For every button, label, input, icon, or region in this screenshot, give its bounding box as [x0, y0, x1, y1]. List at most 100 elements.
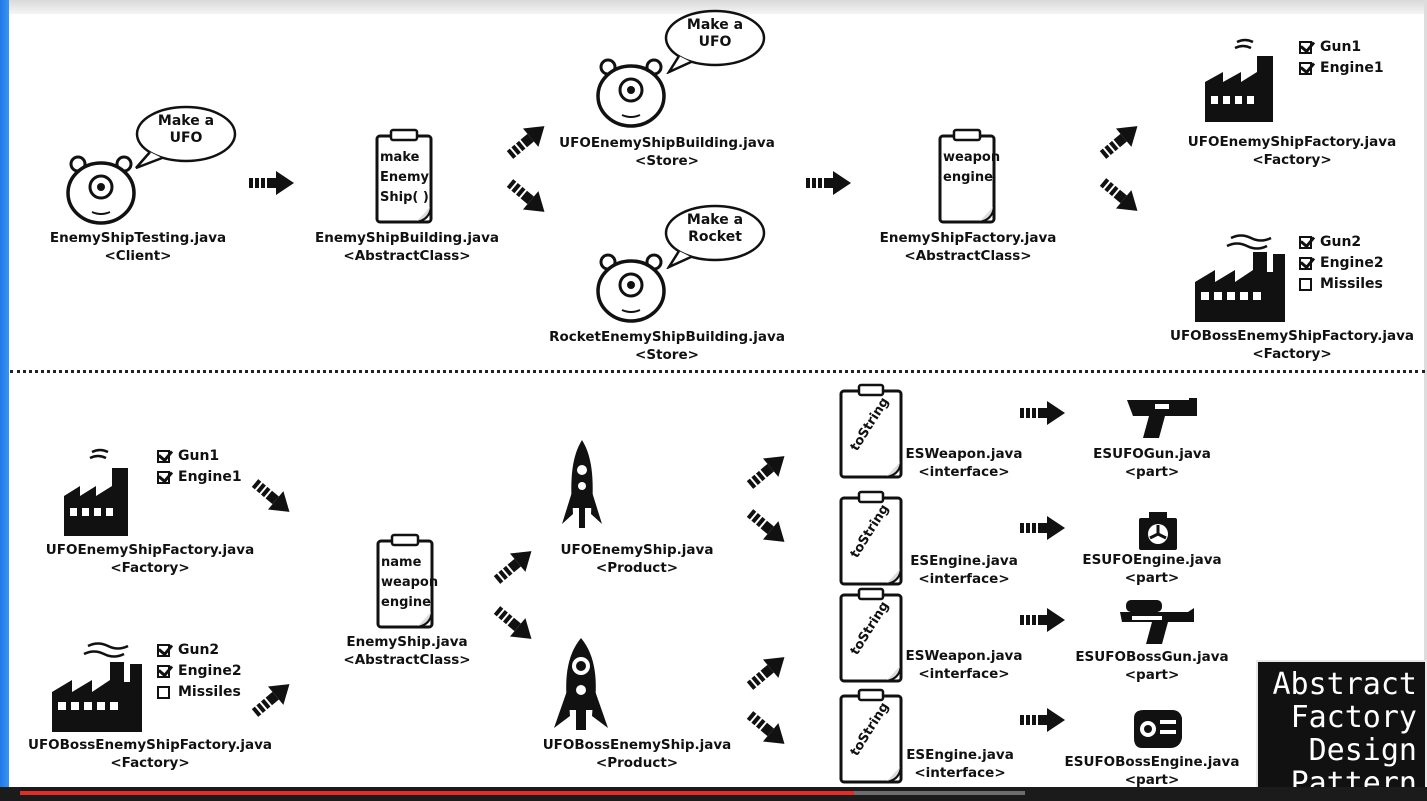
- class-type: <part>: [1124, 667, 1180, 683]
- class-type: <interface>: [918, 666, 1010, 682]
- class-name: UFOEnemyShipBuilding.java: [559, 135, 775, 151]
- arrow-client-to-building: [249, 171, 294, 195]
- window-top-bar: [0, 0, 1427, 14]
- arrow-engine-to-boss-engine: [1020, 708, 1065, 732]
- class-name: UFOEnemyShipFactory.java: [45, 542, 255, 558]
- clipboard-line: name: [381, 555, 422, 570]
- class-type: <part>: [1124, 772, 1180, 788]
- class-type: <AbstractClass>: [904, 248, 1032, 264]
- check-label: Gun2: [1320, 234, 1362, 250]
- title-text: Abstract Factory Design Pattern: [1273, 668, 1418, 800]
- check-label: Engine1: [1320, 60, 1384, 76]
- arrow-building-to-rocket: [502, 173, 553, 222]
- label-es-ufo-engine: ESUFOEngine.java <part>: [1082, 551, 1221, 587]
- class-name: UFOBossEnemyShip.java: [542, 737, 732, 753]
- arrow-building-to-ufo: [502, 116, 553, 165]
- gun-icon: [1127, 398, 1197, 438]
- class-name: ESWeapon.java: [905, 648, 1023, 664]
- check-label: Gun1: [178, 448, 220, 464]
- progress-fill: [20, 791, 855, 795]
- video-progress-bar[interactable]: [0, 787, 1427, 801]
- class-type: <AbstractClass>: [343, 652, 471, 668]
- bubble-line: UFO: [698, 34, 732, 50]
- label-ufo-building: UFOEnemyShipBuilding.java <Store>: [559, 134, 775, 170]
- class-name: EnemyShipTesting.java: [49, 230, 227, 246]
- title-line: Abstract: [1272, 667, 1418, 702]
- check-label: Missiles: [178, 684, 241, 700]
- rocket-icon: [554, 638, 608, 730]
- label-enemy-ship: EnemyShip.java <AbstractClass>: [343, 633, 470, 669]
- arrow-store-to-factory: [806, 171, 851, 195]
- factory-icon: [64, 448, 128, 536]
- checkbox-icon: [1299, 236, 1312, 249]
- arrow-weapon-to-boss-gun: [1020, 608, 1065, 632]
- bubble-line: Rocket: [688, 229, 742, 245]
- arrow-ufo-ship-to-weapon: [742, 446, 793, 495]
- clipboard-tostring-weapon2: toString: [838, 587, 903, 683]
- clipboard-line: Ship( ): [380, 190, 429, 205]
- class-type: <AbstractClass>: [343, 248, 471, 264]
- bubble-line: Make a: [686, 212, 744, 228]
- clipboard-line: engine: [943, 170, 993, 185]
- factory-icon: [52, 642, 142, 732]
- boss-gun-icon: [1120, 600, 1194, 644]
- class-type: <Store>: [635, 153, 699, 169]
- class-name: EnemyShipBuilding.java: [315, 230, 499, 246]
- class-name: ESUFOBossGun.java: [1075, 649, 1229, 665]
- section-divider: [10, 370, 1425, 373]
- class-type: <Factory>: [110, 755, 190, 771]
- label-es-engine-2: ESEngine.java <interface>: [906, 746, 1014, 782]
- title-line: Factory: [1290, 700, 1417, 735]
- clipboard-enemy-ship-factory: weapon engine: [937, 128, 1001, 224]
- checklist-boss-bottom: Gun2 Engine2 Missiles: [157, 640, 242, 703]
- class-name: UFOBossEnemyShipFactory.java: [27, 737, 273, 753]
- arrow-factory-to-ufo-factory: [1095, 116, 1146, 165]
- check-item: Missiles: [157, 682, 242, 703]
- boss-engine-icon: [1134, 710, 1182, 748]
- clipboard-line: Enemy: [380, 170, 429, 185]
- label-enemy-ship-factory: EnemyShipFactory.java <AbstractClass>: [880, 229, 1057, 265]
- check-label: Gun2: [178, 642, 220, 658]
- arrow-boss-factory-to-ship: [247, 674, 298, 723]
- check-item: Engine1: [1299, 58, 1384, 79]
- class-type: <Client>: [104, 248, 172, 264]
- label-enemy-ship-testing: EnemyShipTesting.java <Client>: [50, 229, 226, 265]
- class-name: ESEngine.java: [910, 553, 1018, 569]
- class-name: ESUFOBossEngine.java: [1064, 754, 1240, 770]
- clipboard-tostring-engine1: toString: [838, 490, 903, 586]
- class-name: ESUFOEngine.java: [1082, 552, 1222, 568]
- label-rocket-building: RocketEnemyShipBuilding.java <Store>: [549, 328, 785, 364]
- arrow-boss-ship-to-engine: [742, 705, 793, 754]
- check-item: Gun2: [1299, 232, 1384, 253]
- checklist-boss-top: Gun2 Engine2 Missiles: [1299, 232, 1384, 295]
- clipboard-line: engine: [381, 595, 431, 610]
- checkbox-icon: [157, 450, 170, 463]
- label-es-weapon-2: ESWeapon.java <interface>: [906, 647, 1023, 683]
- check-item: Gun2: [157, 640, 242, 661]
- class-name: ESEngine.java: [906, 747, 1014, 763]
- arrow-ship-to-boss-ship: [489, 600, 540, 649]
- label-boss-factory-top: UFOBossEnemyShipFactory.java <Factory>: [1170, 327, 1414, 363]
- class-type: <Product>: [595, 560, 679, 576]
- progress-track[interactable]: [20, 791, 1025, 795]
- checkbox-icon: [1299, 41, 1312, 54]
- label-es-weapon-1: ESWeapon.java <interface>: [906, 445, 1023, 481]
- clipboard-line: weapon: [943, 150, 1001, 165]
- factory-icon: [1205, 38, 1273, 122]
- class-type: <Store>: [635, 347, 699, 363]
- clipboard-line: make: [380, 150, 420, 165]
- arrow-factory-to-boss-factory: [1095, 172, 1146, 221]
- label-es-ufo-boss-engine: ESUFOBossEngine.java <part>: [1065, 753, 1240, 789]
- alien-face-icon: [596, 58, 666, 128]
- label-ufo-factory-top: UFOEnemyShipFactory.java <Factory>: [1188, 133, 1396, 169]
- arrow-ship-to-ufo-ship: [489, 541, 540, 590]
- class-type: <interface>: [918, 571, 1010, 587]
- check-item: Engine1: [157, 467, 242, 488]
- check-label: Missiles: [1320, 276, 1383, 292]
- label-es-engine-1: ESEngine.java <interface>: [910, 552, 1018, 588]
- arrow-ufo-factory-to-ship: [247, 473, 298, 522]
- class-type: <Factory>: [1252, 346, 1332, 362]
- class-type: <Product>: [595, 755, 679, 771]
